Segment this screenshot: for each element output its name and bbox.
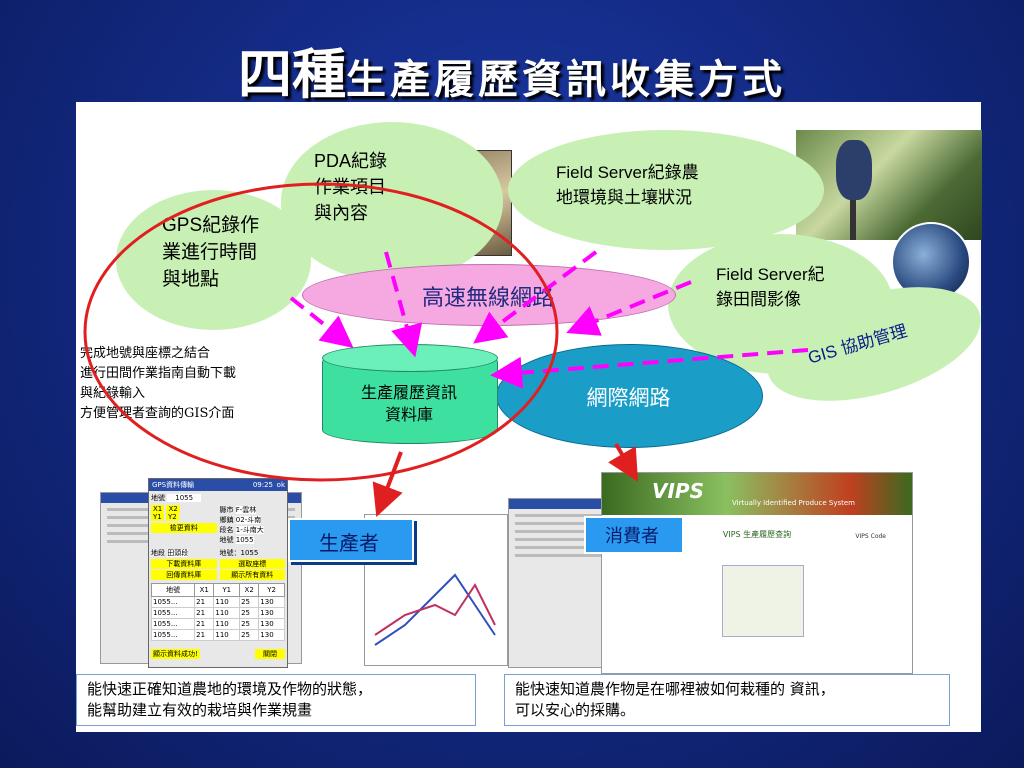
highlight-ring (83, 182, 559, 482)
internet-network-label: 網際網路 (586, 387, 671, 410)
arrow-pda (384, 251, 423, 358)
field-img-line-2: 錄田間影像 (716, 290, 801, 309)
bubble-field-env-text: Field Server紀錄農 地環境與土壤狀況 (556, 160, 699, 210)
consumer-caption-line-2: 可以安心的採購。 (515, 701, 636, 719)
gps-status: 顯示資料成功! (151, 649, 200, 659)
producer-label-box (288, 518, 414, 562)
pda-line-2: 作業項目 (314, 177, 386, 197)
coord-x1: X1 (151, 505, 165, 513)
producer-caption-line-1: 能快速正確知道農地的環境及作物的狀態， (87, 680, 373, 698)
gps-close-button[interactable]: 關閉 (255, 649, 285, 659)
database-line-2: 資料庫 (384, 405, 433, 424)
consumer-caption: 能快速知道農作物是在哪裡被如何栽種的 資訊， 可以安心的採購。 (504, 674, 950, 726)
gps-field-value: 1055 (167, 494, 202, 502)
gps-line-1: GPS紀錄作 (162, 215, 260, 236)
title-emphasis: 四種 (238, 42, 346, 106)
combo-section[interactable]: 1-斗南大 (235, 526, 264, 534)
gps-field-label: 地號 (151, 494, 165, 502)
field-env-line-1: Field Server紀錄農 (556, 163, 699, 182)
download-db-button[interactable]: 下載資料庫 (151, 559, 217, 569)
database-line-1: 生產履歷資訊 (360, 383, 457, 402)
gps-table-cell: 25 (239, 629, 260, 641)
combo-lot[interactable]: 1055 (235, 536, 254, 544)
land-no: 地號：1055 (219, 549, 259, 557)
show-all-button[interactable]: 顯示所有資料 (219, 570, 285, 580)
combo-label-2: 鄉鎮 (219, 516, 234, 524)
arrow-field-env (473, 250, 598, 344)
arrow-gps (289, 296, 354, 348)
internet-network (496, 344, 763, 448)
gps-table-header: X1 (194, 583, 215, 597)
producer-caption: 能快速正確知道農地的環境及作物的狀態， 能幫助建立有效的栽培與作業規畫 (76, 674, 476, 726)
consumer-label-box (584, 516, 684, 554)
vips-site-shot: VIPS Virtually Identified Produce System… (601, 472, 913, 674)
gps-line-3: 與地點 (162, 269, 220, 290)
diagram-panel: PDA紀錄 作業項目 與內容 GPS紀錄作 業進行時間 與地點 Field Se… (76, 102, 994, 732)
gps-app-time: 09:25 (252, 481, 273, 489)
consumer-caption-line-1: 能快速知道農作物是在哪裡被如何栽種的 資訊， (515, 680, 835, 698)
flow-arrows (83, 182, 809, 517)
left-notes: 完成地號與座標之結合 進行田間作業指南自動下載 與紀錄輸入 方便管理者查詢的GI… (80, 344, 236, 424)
gps-app: GPS資料傳輸 09:25 ok 地號 1055 X1 X2 Y1 Y2 檢更資… (148, 478, 288, 668)
arrow-to-producer (372, 451, 403, 517)
bubble-field-env (508, 130, 824, 250)
gps-app-ok-button[interactable]: ok (276, 481, 285, 489)
combo-label-3: 段名 (219, 526, 234, 534)
pda-line-3: 與內容 (314, 203, 368, 223)
producer-label: 生產者 (319, 531, 379, 555)
coord-y2: Y2 (165, 513, 179, 521)
bubble-gps-text: GPS紀錄作 業進行時間 與地點 (162, 212, 259, 293)
coord-x2: X2 (166, 505, 180, 513)
note-2: 進行田間作業指南自動下載 (80, 366, 237, 381)
arrow-field-img (566, 280, 692, 336)
database-label: 生產履歷資訊 資料庫 (322, 382, 496, 426)
gps-table-cell: 130 (258, 629, 285, 641)
combo-county[interactable]: F-雲林 (235, 506, 257, 514)
gps-table-cell: 1055... (150, 629, 196, 641)
arrow-gis (490, 348, 809, 389)
producer-chart-svg (374, 573, 496, 646)
combo-label-1: 縣市 (219, 506, 234, 514)
bubble-pda-text: PDA紀錄 作業項目 與內容 (314, 148, 387, 226)
combo-label-4: 地號 (219, 536, 234, 544)
vips-logo: VIPS (652, 479, 704, 503)
vips-tagline: Virtually Identified Produce System (732, 499, 855, 507)
land-value[interactable]: 田頭段 (167, 549, 189, 557)
consumer-label: 消費者 (605, 526, 659, 547)
note-3: 與紀錄輸入 (80, 386, 146, 401)
gps-app-title: GPS資料傳輸 (152, 481, 195, 489)
coord-y1: Y1 (151, 513, 164, 521)
slide-title: 四種生產履歷資訊收集方式 (0, 30, 1024, 109)
title-rest: 生產履歷資訊收集方式 (346, 56, 786, 103)
field-img-line-1: Field Server紀 (716, 265, 825, 284)
gps-line-2: 業進行時間 (162, 242, 258, 263)
gps-table-cell: 21 (194, 629, 215, 641)
pda-line-1: PDA紀錄 (314, 151, 388, 171)
land-label: 地段 (151, 549, 165, 557)
combo-town[interactable]: 02-斗南 (235, 516, 262, 524)
arrow-to-consumer (608, 442, 639, 482)
field-env-line-2: 地環境與土壤狀況 (556, 188, 692, 207)
field-photo (796, 130, 982, 240)
bubble-gps (116, 190, 311, 330)
choose-coord-button[interactable]: 選取座標 (219, 559, 285, 569)
bubble-pda (281, 122, 503, 282)
vips-page-title: VIPS 生產履歷查詢 (722, 530, 792, 539)
vips-code-label: VIPS Code (855, 533, 886, 540)
note-1: 完成地號與座標之結合 (80, 346, 211, 361)
producer-caption-line-2: 能幫助建立有效的栽培與作業規畫 (87, 701, 313, 719)
upload-db-button[interactable]: 回傳資料庫 (151, 570, 217, 580)
gps-coord-button[interactable]: 檢更資料 (151, 523, 217, 533)
bubble-field-img-text: Field Server紀 錄田間影像 (716, 262, 825, 312)
